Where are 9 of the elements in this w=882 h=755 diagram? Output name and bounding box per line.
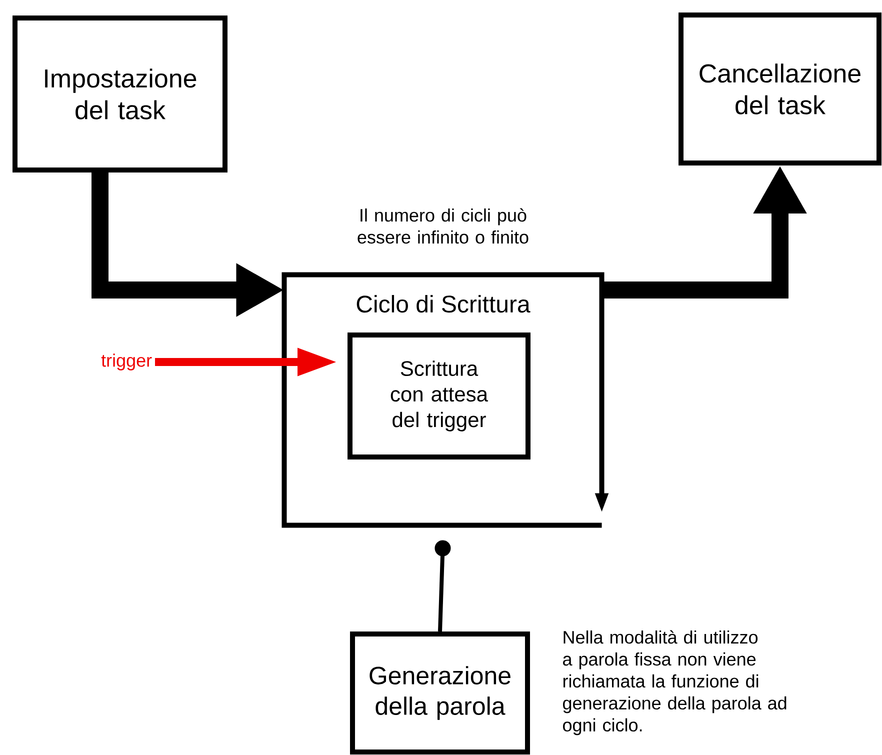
trigger-label: trigger <box>101 354 152 370</box>
note-text: Nella modalità di utilizzo a parola fissa non viene richiamata la funzione di generazione della parola ad ogni ciclo. <box>563 630 786 736</box>
process-box: Generazione della parola <box>350 632 530 754</box>
node-label: Ciclo di Scrittura <box>356 294 530 313</box>
connector-line <box>434 540 451 632</box>
process-box: Scrittura con attesa del trigger <box>348 332 530 460</box>
process-box: Cancellazione del task <box>678 12 882 166</box>
note-text: Il numero di cicli può essere infinito o finito <box>358 208 528 244</box>
process-box: Impostazione del task <box>12 16 228 172</box>
